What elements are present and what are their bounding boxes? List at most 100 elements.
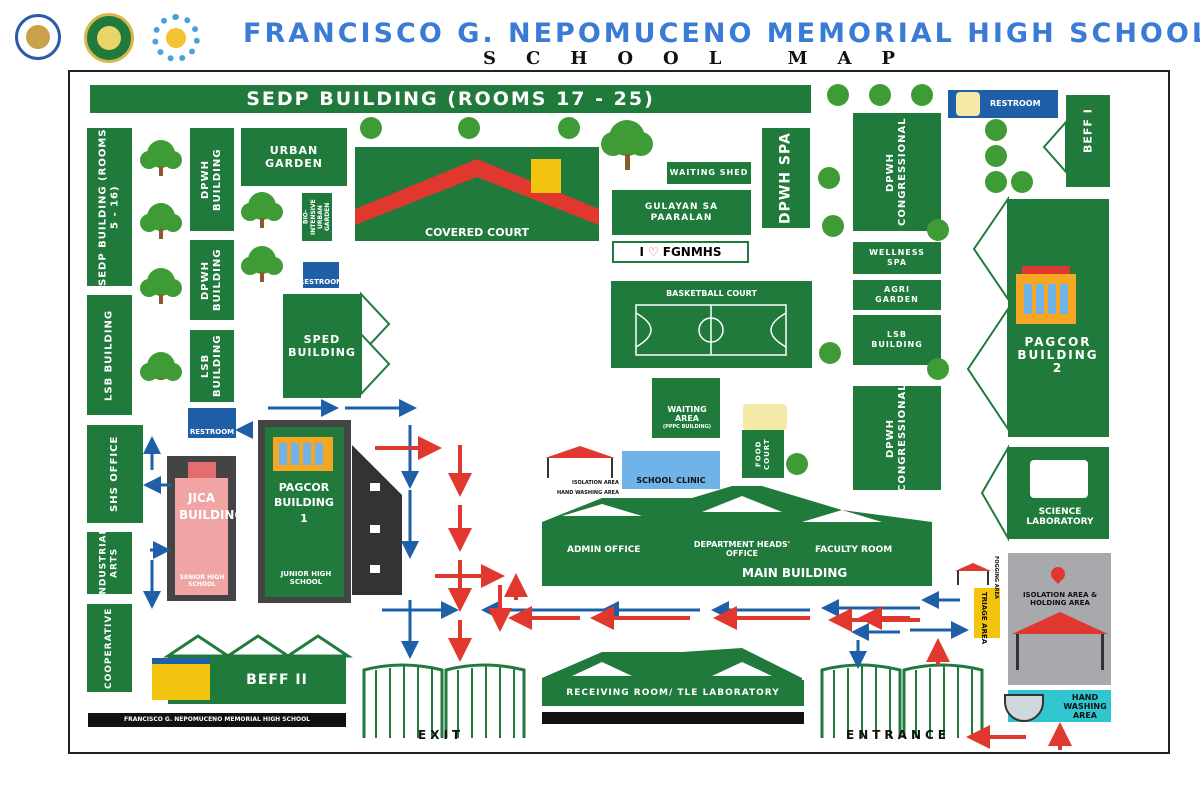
tree-icon — [927, 358, 949, 380]
tree-icon — [819, 342, 841, 364]
pagcor-1-roof-icon — [352, 445, 402, 595]
main-building-label: MAIN BUILDING — [742, 566, 848, 580]
waiting-area — [652, 378, 720, 438]
beff-1-roof-icon — [1042, 119, 1067, 175]
pagcor-1-label: PAGCOR BUILDING 1 — [274, 481, 334, 525]
trees-left — [135, 140, 189, 381]
receiving-strip — [542, 712, 804, 724]
tree-icon — [786, 453, 808, 475]
restroom-icon — [956, 92, 980, 116]
exit-label[interactable]: EXIT — [418, 728, 465, 742]
deped-seal-icon — [15, 14, 61, 60]
jica-top-icon — [188, 462, 216, 478]
tree-icon — [827, 84, 933, 106]
isolation-big-label: ISOLATION AREA & HOLDING AREA — [1022, 591, 1098, 608]
footer-school-label: FRANCISCO G. NEPOMUCENO MEMORIAL HIGH SC… — [123, 716, 310, 723]
fogging-label: FOGGING AREA — [993, 556, 999, 599]
covered-court-label: COVERED COURT — [425, 226, 529, 239]
pagcor-2-roof-icon — [966, 195, 1009, 433]
industrial-arts: INDUSTRIAL ARTS — [87, 527, 132, 599]
basketball-court-label: BASKETBALL COURT — [666, 289, 757, 298]
heart-icon: ♡ — [647, 245, 659, 259]
beff-2-building-icon — [152, 658, 210, 700]
restroom-left: RESTROOM — [188, 408, 236, 438]
gulayan-sa-paaralan: GULAYAN SA PAARALAN — [612, 190, 751, 235]
i-love-sign: I ♡ FGNMHS — [612, 241, 749, 263]
pagcor-2-label: PAGCOR BUILDING 2 — [1017, 335, 1099, 376]
triage-label: TRIAGE AREA — [980, 592, 988, 645]
tent-icon — [955, 563, 991, 585]
pagcor-1-building-icon — [273, 437, 333, 471]
waiting-area-label: WAITING AREA — [667, 405, 707, 423]
science-lab-label: SCIENCE LABORATORY — [1026, 507, 1094, 527]
page-subtitle: SCHOOL MAP — [483, 48, 926, 69]
lsb-building-2: LSB BUILDING — [190, 330, 234, 402]
tree-icon — [601, 120, 653, 170]
lsb-building-right: LSB BUILDING — [853, 315, 941, 365]
tree-icon — [985, 119, 1033, 193]
court-lines-icon — [635, 304, 787, 356]
restroom-small: RESTROOM — [299, 262, 343, 288]
tree-icon — [927, 219, 949, 241]
tree-icon — [241, 192, 283, 282]
covered-court — [355, 147, 599, 241]
dpwh-building-1: DPWH BUILDING — [190, 128, 234, 231]
dpwh-congressional-1: DPWH CONGRESSIONAL — [853, 113, 941, 231]
gate-icon-exit[interactable] — [362, 660, 526, 738]
dept-heads-label: DEPARTMENT HEADS' OFFICE — [693, 540, 791, 558]
fgnmhs-text: FGNMHS — [662, 245, 722, 259]
science-roof-icon — [980, 444, 1009, 542]
map-frame — [68, 70, 1170, 754]
i-letter: I — [639, 245, 644, 259]
dpwh-spa: DPWH SPA — [762, 128, 810, 228]
hand-washing-label: HAND WASHING AREA — [1063, 693, 1107, 720]
pagcor-1-sub-label: JUNIOR HIGH SCHOOL — [280, 570, 332, 586]
urban-garden: URBAN GARDEN — [241, 128, 347, 186]
cooperative: COOPERATIVE — [87, 604, 132, 692]
dpwh-congressional-2: DPWH CONGRESSIONAL — [853, 384, 941, 492]
beff-1: BEFF I — [1066, 95, 1110, 187]
division-logo-icon — [152, 14, 200, 62]
jica-label: JICA BUILDING — [179, 491, 245, 522]
food-court: FOOD COURT — [742, 430, 784, 478]
jica-sub-label: SENIOR HIGH SCHOOL — [179, 574, 225, 588]
bio-intensive-garden: BIO-INTENSIVE URBAN GARDEN — [302, 193, 332, 241]
receiving-room: RECEIVING ROOM/ TLE LABORATORY — [542, 680, 804, 706]
sped-building: SPED BUILDING — [283, 294, 361, 398]
scientist-icon — [1030, 460, 1088, 498]
tree-icon — [818, 167, 844, 237]
tree-icon — [360, 117, 580, 139]
waiting-shed: WAITING SHED — [667, 162, 751, 184]
admin-office-label: ADMIN OFFICE — [567, 545, 641, 555]
restroom-small-label: RESTROOM — [298, 278, 344, 286]
lsb-building-left: LSB BUILDING — [87, 295, 132, 415]
restroom-top-label: RESTROOM — [990, 99, 1041, 108]
handwashing-small-label: HAND WASHING AREA — [557, 490, 619, 496]
waiting-area-sub: (PPPC BUILDING) — [662, 424, 712, 430]
dpwh-building-2: DPWH BUILDING — [190, 240, 234, 320]
isolation-small-label: ISOLATION AREA — [572, 480, 619, 486]
tent-icon — [545, 446, 615, 478]
footer-strip — [88, 713, 346, 727]
tree-icon — [140, 140, 182, 381]
shs-office: SHS OFFICE — [87, 425, 143, 523]
agri-garden: AGRI GARDEN — [853, 280, 941, 310]
gate-icon-entrance[interactable] — [820, 660, 984, 738]
pagcor-2-building-icon — [1016, 266, 1076, 324]
page-title: FRANCISCO G. NEPOMUCENO MEMORIAL HIGH SC… — [243, 18, 1200, 49]
school-clinic — [622, 451, 720, 489]
tent-icon — [1012, 612, 1108, 670]
restroom-left-label: RESTROOM — [189, 428, 235, 436]
beff-1-label: BEFF I — [1081, 108, 1095, 154]
food-court-icon — [743, 404, 787, 430]
entrance-label[interactable]: ENTRANCE — [846, 728, 950, 742]
main-building — [542, 486, 932, 586]
triage-area — [974, 588, 1000, 638]
jica-inner — [175, 478, 228, 595]
school-seal-icon — [84, 13, 134, 63]
faculty-room-label: FACULTY ROOM — [815, 545, 893, 555]
sped-roof-icon — [360, 291, 391, 397]
sedp-building-top: SEDP BUILDING (ROOMS 17 - 25) — [90, 85, 811, 113]
wellness-spa: WELLNESS SPA — [853, 242, 941, 274]
sedp-building-left: SEDP BUILDING (ROOMS 5 - 16) — [87, 128, 132, 286]
